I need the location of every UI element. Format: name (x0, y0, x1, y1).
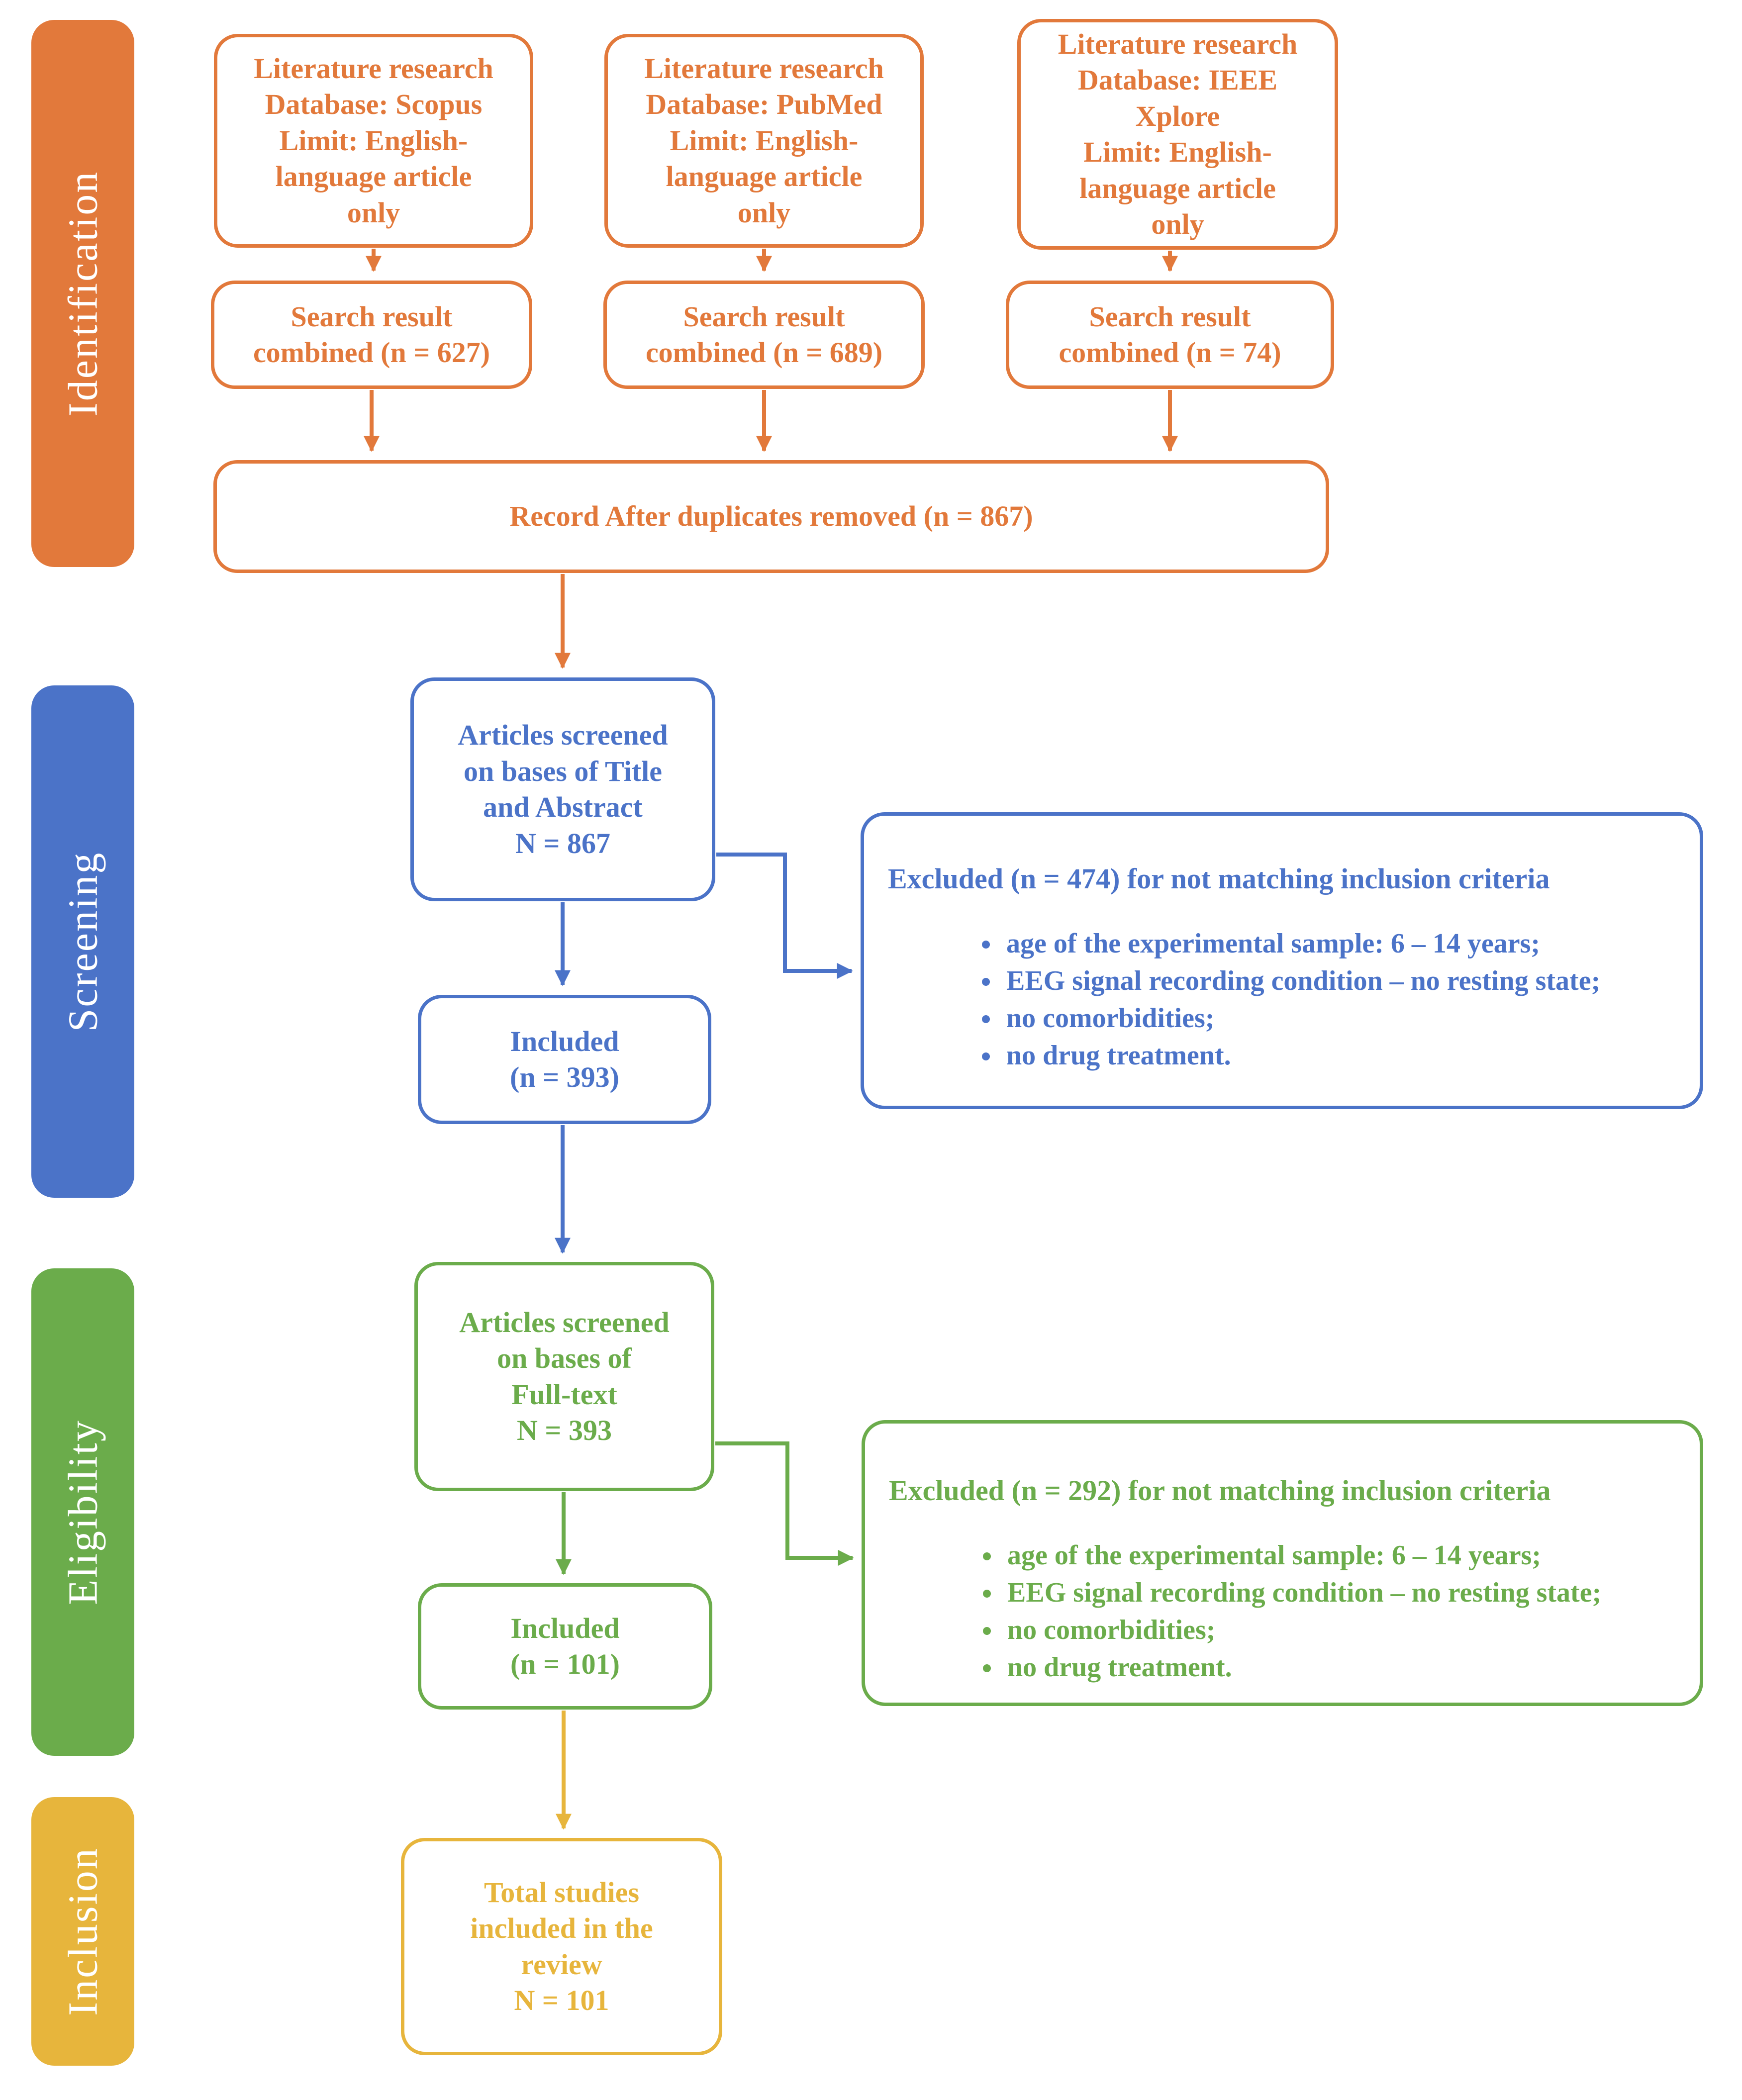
sidebar-inclusion: Inclusion (31, 1797, 134, 2066)
title-abstract-screening-box: Articles screened on bases of Title and … (410, 677, 715, 901)
fulltext-screening-box: Articles screened on bases of Full-text … (414, 1262, 714, 1491)
total-included-box: Total studies included in the review N =… (401, 1838, 722, 2055)
literature-pubmed-box: Literature research Database: PubMed Lim… (604, 34, 924, 248)
excluded-criterion: no comorbidities; (1002, 1612, 1675, 1649)
eligibility-excluded-box: Excluded (n = 292) for not matching incl… (862, 1420, 1703, 1706)
literature-scopus-box: Literature research Database: Scopus Lim… (214, 34, 533, 248)
search-result-ieee-box: Search result combined (n = 74) (1006, 281, 1334, 389)
excluded-criterion: age of the experimental sample: 6 – 14 y… (1001, 925, 1675, 962)
excluded-criterion: age of the experimental sample: 6 – 14 y… (1002, 1537, 1675, 1574)
excluded-criterion: no drug treatment. (1002, 1649, 1675, 1686)
eligibility-excluded-title: Excluded (n = 292) for not matching incl… (889, 1474, 1551, 1507)
sidebar-identification-label: Identification (60, 170, 106, 417)
search-result-scopus-box: Search result combined (n = 627) (211, 281, 532, 389)
eligibility-included-box: Included (n = 101) (418, 1583, 712, 1710)
sidebar-identification: Identification (31, 20, 134, 567)
sidebar-eligibility-label: Eligibility (60, 1419, 106, 1605)
excluded-criterion: no drug treatment. (1001, 1037, 1675, 1074)
screening-excluded-title: Excluded (n = 474) for not matching incl… (888, 862, 1550, 895)
eligibility-excluded-criteria-list: age of the experimental sample: 6 – 14 y… (889, 1537, 1675, 1686)
sidebar-eligibility: Eligibility (31, 1268, 134, 1756)
arrow-fulltext-to-excluded (715, 1441, 854, 1566)
sidebar-inclusion-label: Inclusion (60, 1847, 106, 2016)
sidebar-screening-label: Screening (60, 851, 106, 1032)
screening-included-box: Included (n = 393) (418, 995, 711, 1124)
arrow-screening-to-excluded (716, 853, 853, 979)
excluded-criterion: EEG signal recording condition – no rest… (1001, 962, 1675, 1000)
search-result-pubmed-box: Search result combined (n = 689) (603, 281, 925, 389)
literature-ieee-box: Literature research Database: IEEE Xplor… (1017, 19, 1338, 250)
sidebar-screening: Screening (31, 685, 134, 1198)
excluded-criterion: no comorbidities; (1001, 1000, 1675, 1037)
record-deduplicated-box: Record After duplicates removed (n = 867… (213, 460, 1329, 573)
excluded-criterion: EEG signal recording condition – no rest… (1002, 1574, 1675, 1612)
screening-excluded-criteria-list: age of the experimental sample: 6 – 14 y… (888, 925, 1675, 1074)
screening-excluded-box: Excluded (n = 474) for not matching incl… (861, 812, 1703, 1109)
